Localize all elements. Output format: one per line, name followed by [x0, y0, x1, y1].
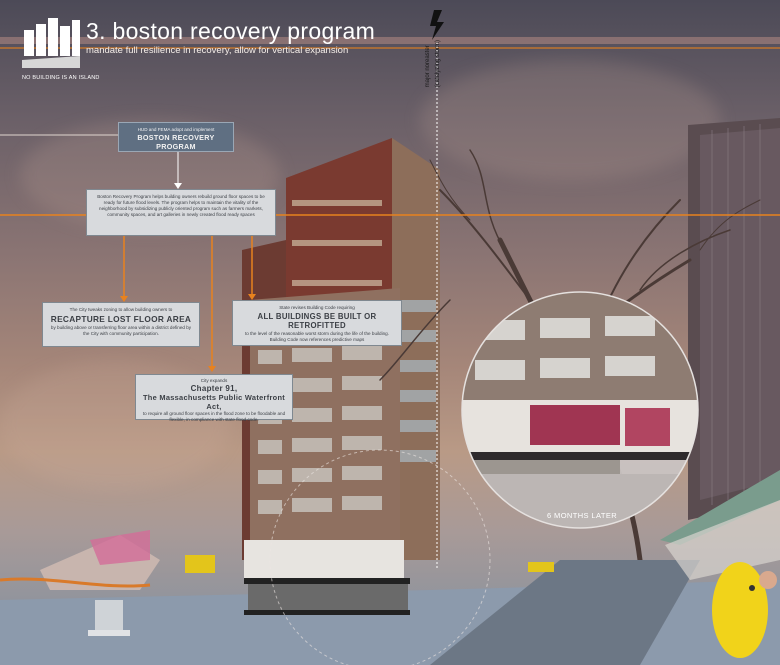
dashed-ring — [269, 449, 491, 665]
tagline: NO BUILDING IS AN ISLAND — [22, 75, 100, 81]
arrow-head — [208, 366, 216, 372]
page-title: 3. boston recovery program — [86, 18, 376, 44]
retrofit-small-top: State revises Building Code requiring — [279, 305, 355, 310]
chapter91-big1: Chapter 91, — [190, 384, 238, 393]
chapter91-small-top: City expands — [200, 378, 228, 383]
arrow-head — [248, 294, 256, 300]
inset-caption: 6 MONTHS LATER — [547, 511, 618, 520]
lightning-icon — [430, 10, 444, 40]
six-months-inset — [461, 291, 699, 529]
yellow-figure — [712, 562, 777, 658]
skyline-logo — [22, 18, 80, 68]
retrofit-big: ALL BUILDINGS BE BUILT OR RETROFITTED — [257, 312, 377, 330]
connector-lines — [0, 134, 780, 370]
recovery-program-small: HUD and FEMA adopt and implement — [137, 127, 215, 132]
cloud — [420, 60, 720, 180]
header-line — [0, 47, 780, 49]
description-box: Boston Recovery Program helps building o… — [86, 189, 276, 236]
arrow-head — [120, 296, 128, 302]
storm-event-label: major noreaster (catalyzing storm) — [425, 40, 441, 88]
recapture-box: The City tweaks zoning to allow building… — [42, 302, 200, 347]
glass-tower-right — [688, 118, 780, 520]
chapter91-big2: The Massachusetts Public Waterfront Act, — [142, 393, 286, 411]
green-awning — [660, 470, 780, 580]
page-subtitle: mandate full resilience in recovery, all… — [86, 45, 349, 56]
recapture-small-top: The City tweaks zoning to allow building… — [69, 307, 173, 312]
brick-tower — [242, 138, 440, 560]
recapture-small-bottom: by building above or transferring floor … — [50, 325, 192, 336]
header-band — [0, 37, 780, 44]
recovery-program-big: BOSTON RECOVERY PROGRAM — [137, 133, 215, 151]
chapter91-small-bottom: to require all ground floor spaces in th… — [142, 411, 286, 422]
recovery-program-box: HUD and FEMA adopt and implement BOSTON … — [118, 122, 234, 152]
retrofit-small-bottom: to the level of the reasonable worst sto… — [244, 331, 390, 342]
arrow-head — [174, 183, 182, 189]
retrofit-box: State revises Building Code requiring AL… — [232, 300, 402, 346]
description-text: Boston Recovery Program helps building o… — [97, 194, 265, 217]
recapture-big: RECAPTURE LOST FLOOR AREA — [50, 314, 192, 324]
street-section — [0, 530, 780, 665]
chapter91-box: City expands Chapter 91, The Massachuset… — [135, 374, 293, 422]
